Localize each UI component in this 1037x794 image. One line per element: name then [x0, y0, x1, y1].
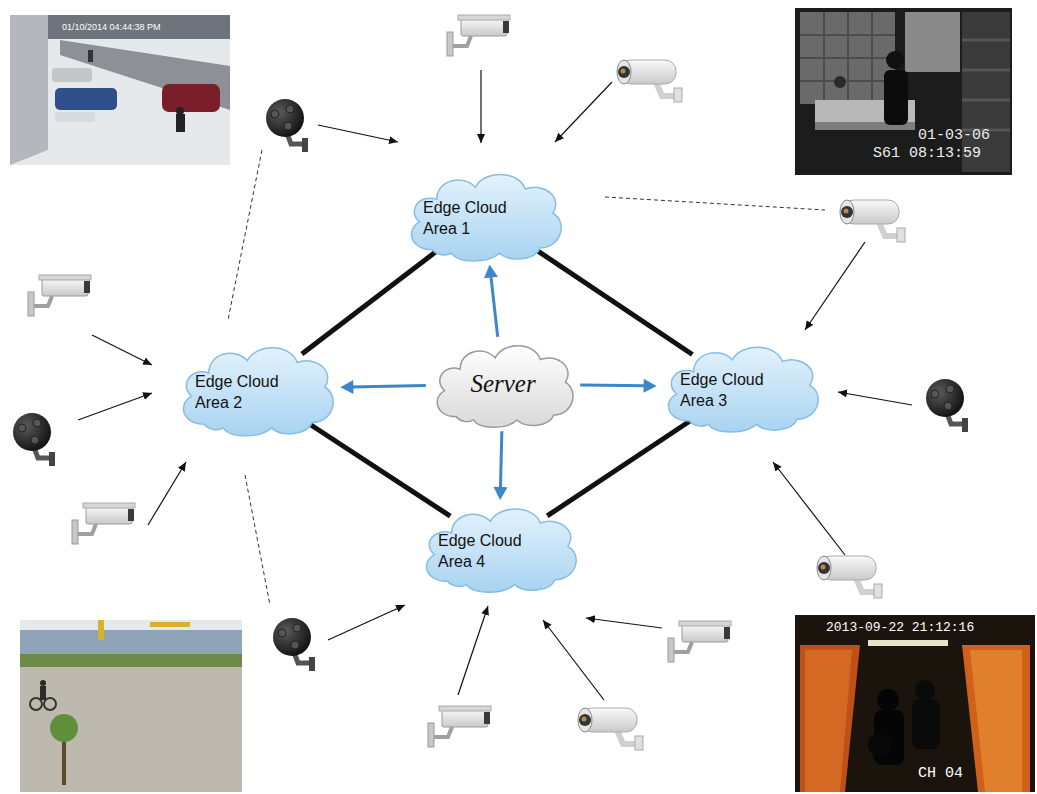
- text-block: Edge Cloud Area 2: [195, 364, 317, 414]
- sphere-camera: [273, 618, 315, 671]
- bullet-camera: [840, 200, 905, 242]
- box-camera: [447, 15, 510, 56]
- cctv-photo: [795, 8, 1012, 175]
- camera-arrow: [480, 70, 481, 143]
- server-arrow: [493, 431, 507, 500]
- bullet-camera: [578, 708, 643, 750]
- server-arrow: [340, 380, 425, 394]
- box-camera: [428, 706, 491, 747]
- server-label: Server: [470, 370, 535, 398]
- edge-cloud: Edge Cloud Area 3: [655, 336, 827, 438]
- text-block: Server: [470, 370, 535, 398]
- cloud-shape: [183, 348, 333, 436]
- backbone-link: [306, 422, 450, 516]
- edge-cloud: Edge Cloud Area 1: [398, 163, 570, 267]
- cloud-shape: [437, 346, 573, 427]
- camera-arrow: [458, 606, 488, 695]
- cloud-shape: [668, 347, 818, 432]
- dashed-link: [605, 197, 825, 210]
- connector-line: [580, 383, 646, 387]
- dashed-link: [245, 475, 270, 605]
- server-cloud: Server: [425, 335, 581, 433]
- connector-line: [306, 422, 450, 516]
- bullet-camera: [617, 60, 682, 102]
- connector-line: [491, 274, 498, 336]
- camera-arrow: [838, 392, 912, 405]
- cloud-label: Edge Cloud Area 3: [680, 370, 780, 412]
- text-block: Edge Cloud Area 1: [423, 190, 545, 240]
- camera-arrows: [78, 70, 912, 700]
- sphere-camera: [13, 413, 55, 466]
- dashed-link: [228, 150, 262, 320]
- connector-line: [302, 250, 439, 354]
- server-arrow: [484, 265, 498, 337]
- backbone-link: [547, 419, 692, 515]
- timestamp-label: 2013-09-22 21:12:16: [826, 620, 974, 635]
- sphere-camera: [266, 99, 308, 152]
- connector-line: [533, 248, 692, 355]
- timestamp-label: S61 08:13:59: [873, 145, 981, 162]
- cloud-label: Edge Cloud Area 4: [438, 531, 538, 573]
- text-block: Edge Cloud Area 4: [438, 523, 560, 573]
- text-block: Edge Cloud Area 3: [680, 362, 802, 412]
- arrow-head: [484, 265, 498, 279]
- bullet-camera: [817, 556, 882, 598]
- sphere-camera: [926, 379, 968, 432]
- cloud-label: Edge Cloud Area 1: [423, 198, 523, 240]
- cctv-photo: [795, 615, 1035, 792]
- camera-arrow: [555, 82, 612, 142]
- timestamp-label: 01/10/2014 04:44:38 PM: [62, 22, 161, 32]
- camera-arrow: [586, 618, 662, 628]
- backbone-link: [533, 248, 692, 355]
- camera-arrow: [92, 335, 152, 365]
- camera-arrow: [805, 242, 865, 330]
- cctv-photo: [20, 620, 242, 792]
- backbone-link: [302, 250, 439, 354]
- arrow-head: [644, 379, 657, 393]
- camera-arrow: [543, 620, 604, 700]
- cloud-shape: [411, 174, 561, 260]
- box-camera: [28, 275, 91, 316]
- box-camera: [668, 621, 731, 662]
- cloud-label: Edge Cloud Area 2: [195, 372, 295, 414]
- box-camera: [72, 503, 135, 544]
- edge-cloud: Edge Cloud Area 4: [413, 498, 585, 598]
- cctv-photo: [10, 15, 230, 165]
- camera-arrow: [773, 462, 845, 555]
- arrow-head: [340, 380, 353, 394]
- cloud-shape: [426, 509, 576, 592]
- camera-arrow: [148, 462, 186, 525]
- timestamp-label: 01-03-06: [918, 127, 990, 144]
- camera-arrow: [318, 125, 398, 142]
- connector-line: [547, 419, 692, 515]
- connector-line: [500, 431, 501, 490]
- timestamp-label: CH 04: [918, 765, 963, 782]
- server-arrow: [580, 379, 656, 393]
- edge-cloud: Edge Cloud Area 2: [170, 336, 342, 442]
- camera-arrow: [78, 393, 152, 420]
- connector-line: [350, 386, 425, 388]
- camera-arrow: [328, 605, 405, 640]
- arrow-head: [493, 487, 507, 500]
